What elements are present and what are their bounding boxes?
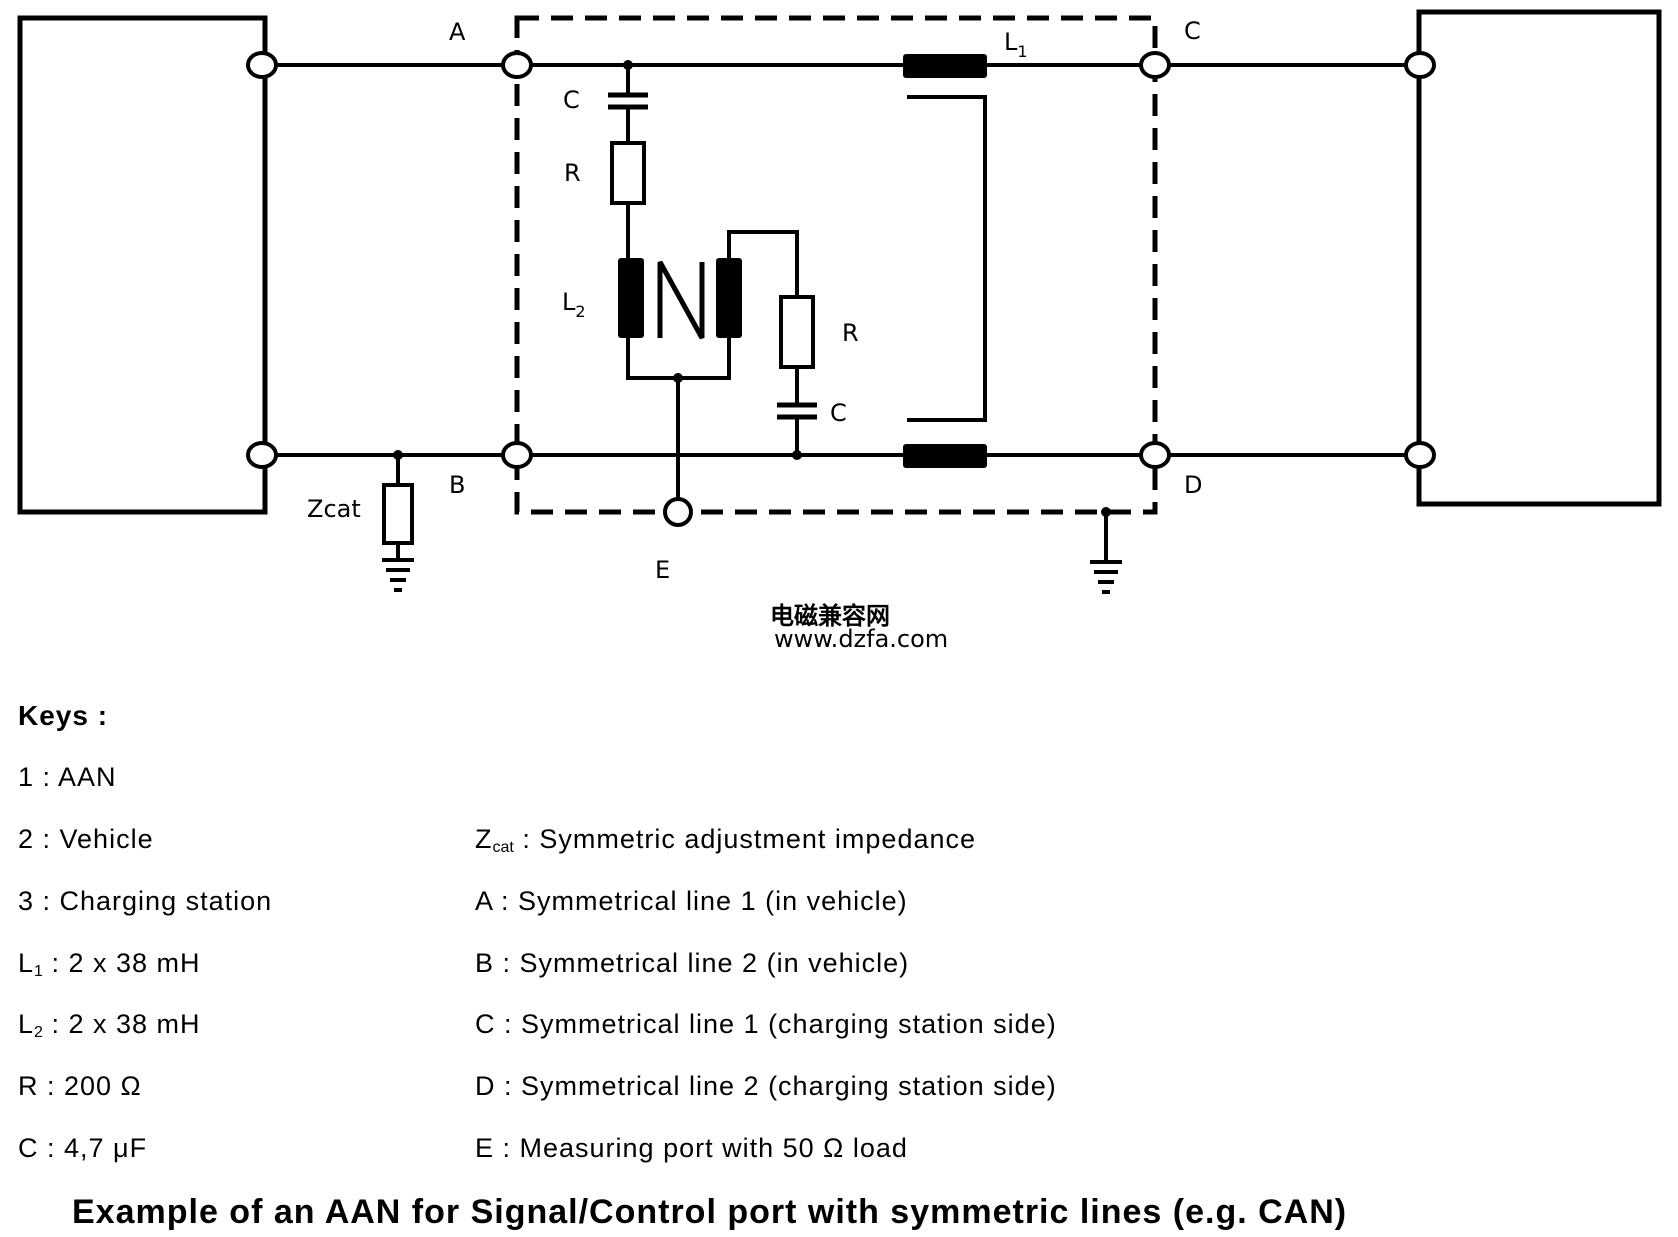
watermark-url: www.dzfa.com: [774, 625, 948, 650]
label-resistor-lower: R: [842, 319, 859, 347]
resistor-r-lower: [779, 295, 815, 369]
terminal-right-bottom: [1404, 441, 1436, 469]
wire-l2-bottom-join: [626, 338, 731, 380]
figure-caption: Example of an AAN for Signal/Control por…: [72, 1193, 1348, 1231]
key-right-5: D : Symmetrical line 2 (charging station…: [475, 1071, 1057, 1101]
key-left-5: L2 : 2 x 38 mH: [18, 1009, 201, 1041]
key-left-2: 2 : Vehicle: [18, 824, 154, 854]
aan-enclosure: [514, 15, 1158, 515]
inductor-l1-bottom: [903, 444, 987, 468]
key-right-6: E : Measuring port with 50 Ω load: [475, 1133, 908, 1163]
label-terminal-c: C: [1184, 17, 1201, 45]
label-terminal-e: E: [655, 556, 670, 584]
key-left-6: R : 200 Ω: [18, 1071, 142, 1101]
label-resistor-upper: R: [564, 159, 581, 187]
node-bottom-branch: [792, 450, 802, 460]
key-left-7: C : 4,7 μF: [18, 1133, 148, 1163]
key-left-1: 1 : AAN: [18, 762, 117, 792]
key-left-4: L1 : 2 x 38 mH: [18, 948, 201, 980]
circuit-diagram: A B C D E C R L2 R C L1 Zcat 电磁兼容网 www.d…: [17, 9, 1662, 650]
label-inductor-l2: L2: [562, 288, 586, 321]
label-terminal-a: A: [449, 18, 466, 46]
label-capacitor-lower: C: [830, 399, 847, 427]
watermark-text: 电磁兼容网: [770, 602, 890, 630]
wire-l2-right-top: [727, 230, 799, 297]
keys-title: Keys :: [18, 700, 109, 731]
inductor-l1-top: [903, 54, 987, 78]
key-right-4: C : Symmetrical line 1 (charging station…: [475, 1009, 1057, 1039]
inductor-l2-left-coil: [618, 258, 644, 338]
label-terminal-d: D: [1184, 471, 1202, 499]
ground-icon: [382, 558, 414, 592]
label-terminal-b: B: [449, 471, 465, 499]
inductor-l2-right-coil: [716, 258, 742, 338]
resistor-r-upper: [610, 141, 646, 205]
key-left-3: 3 : Charging station: [18, 886, 273, 916]
terminal-left-bottom: [246, 441, 278, 469]
terminal-left-top: [246, 51, 278, 79]
ground-icon: [1090, 560, 1122, 594]
terminal-e: [663, 497, 693, 527]
terminal-b: [501, 441, 533, 469]
label-inductor-l1: L1: [1004, 28, 1028, 61]
terminal-a: [501, 51, 533, 79]
key-right-3: B : Symmetrical line 2 (in vehicle): [475, 948, 910, 978]
terminal-c: [1139, 51, 1171, 79]
right-equipment-box: [1416, 9, 1662, 507]
l1-coupling-core: [907, 95, 987, 422]
left-equipment-box: [17, 15, 268, 515]
key-right-2: A : Symmetrical line 1 (in vehicle): [475, 886, 908, 916]
label-zcat: Zcat: [307, 495, 361, 523]
key-right-1: Zcat : Symmetric adjustment impedance: [475, 824, 977, 856]
impedance-zcat: [382, 483, 414, 545]
label-capacitor-upper: C: [563, 86, 580, 114]
l2-core-symbol: [657, 260, 705, 340]
terminal-d: [1139, 441, 1171, 469]
terminal-right-top: [1404, 51, 1436, 79]
